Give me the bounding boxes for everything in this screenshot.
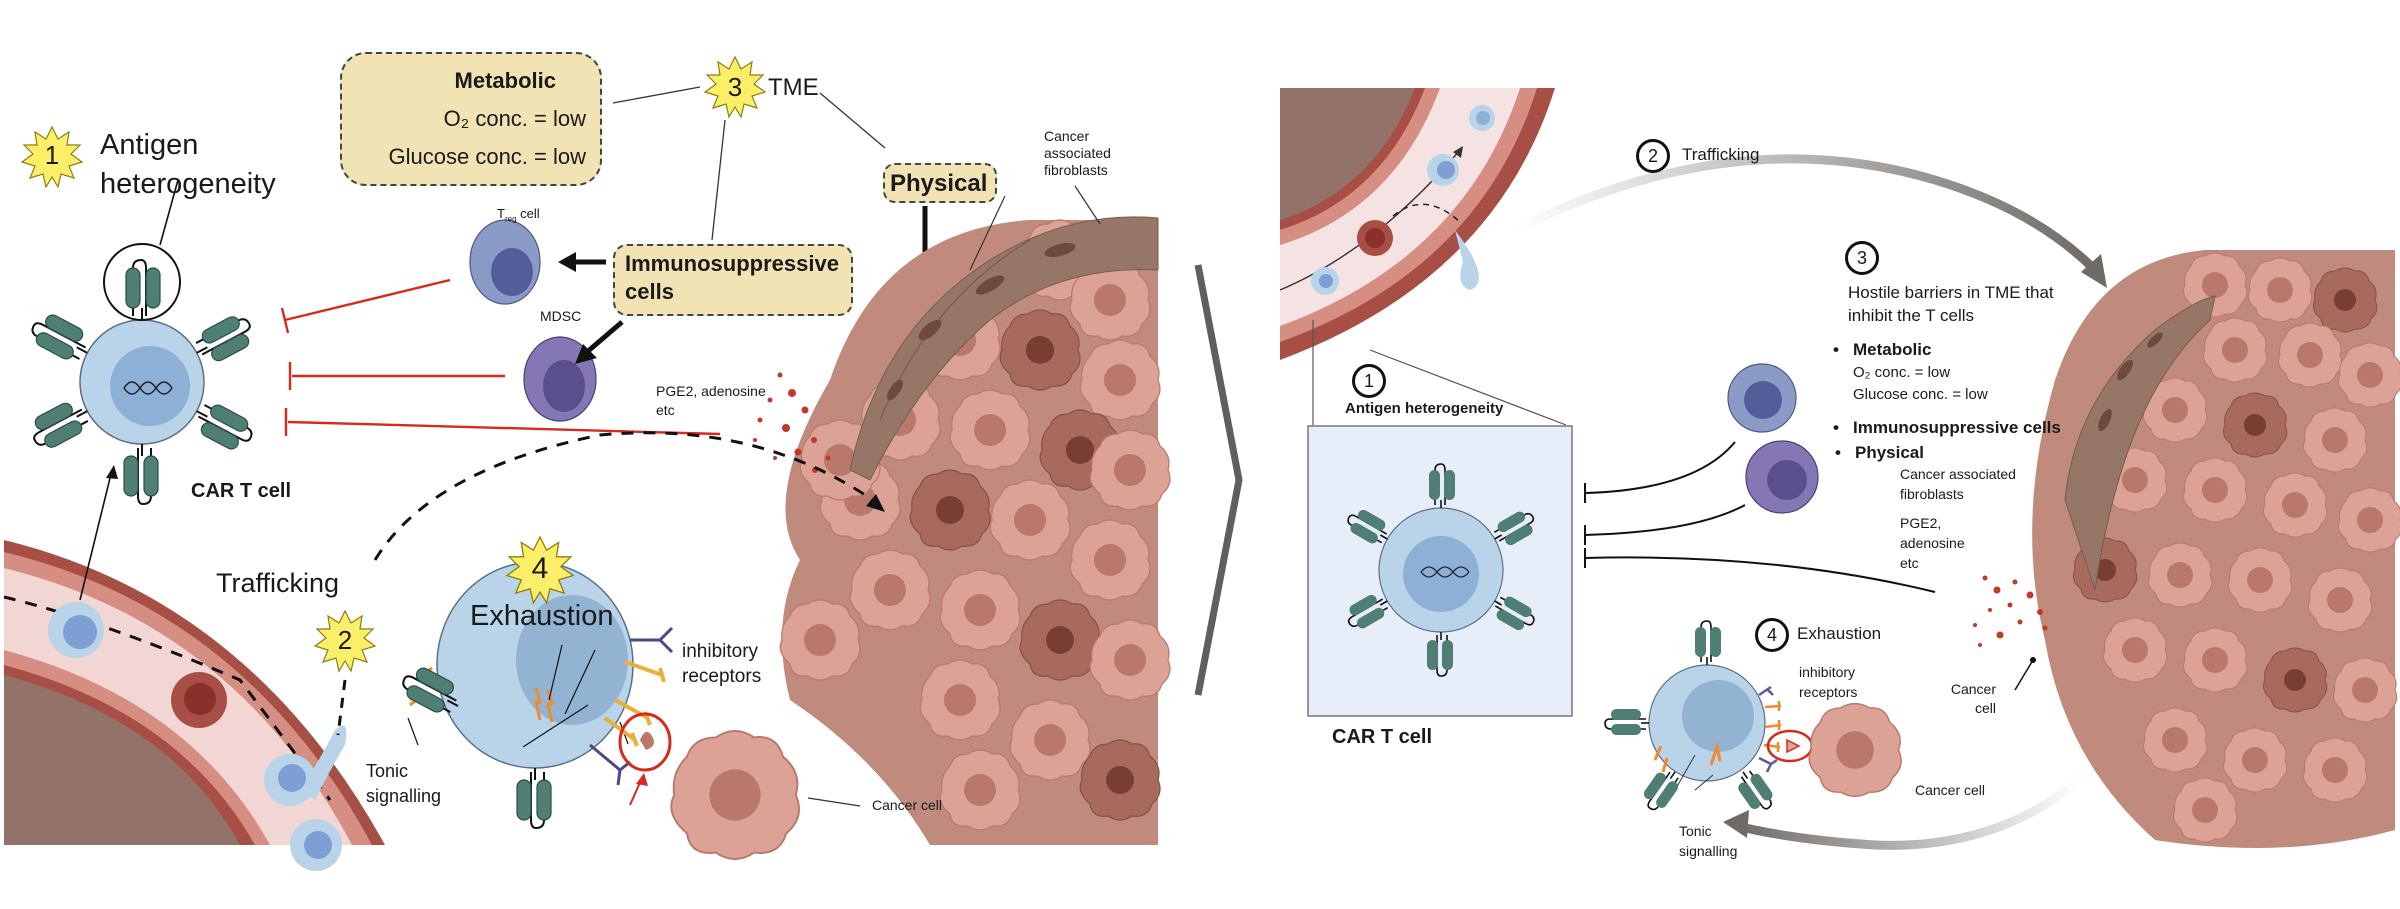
tonic-signalling-line1: Tonic — [1679, 823, 1712, 839]
treg-label: Treg cell — [497, 206, 540, 224]
pge2-label-line3: etc — [1900, 555, 1919, 571]
tumor-cancer-cell-line1: Cancer — [1950, 681, 1996, 697]
car-t-cell — [24, 243, 260, 505]
exhausted-t-cell — [1648, 664, 1814, 791]
metabolic-glucose: Glucose conc. = low — [1853, 386, 1988, 403]
inhibitory-receptors-line2: receptors — [682, 666, 762, 687]
hostile-barriers-line2: inhibit the T cells — [1848, 306, 1974, 325]
soluble-factors-dots — [1973, 575, 2048, 647]
inhibitory-receptors-line2: receptors — [1799, 684, 1858, 700]
tonic-signalling-line2: signalling — [366, 786, 442, 806]
treg-cell — [469, 219, 541, 305]
inhibitory-receptors-line1: inhibitory — [1799, 664, 1856, 680]
car-t-cell-label: CAR T cell — [1332, 726, 1433, 748]
immunosuppressive-line1: Immunosuppressive — [625, 251, 839, 276]
treg-cell — [1727, 363, 1797, 433]
exhaustion-label: Exhaustion — [1797, 624, 1882, 643]
mdsc-label: MDSC — [540, 308, 582, 324]
bullet-physical: Physical — [1835, 443, 1924, 463]
inhibitory-receptors-line1: inhibitory — [682, 641, 759, 662]
blood-vessel — [3, 540, 385, 871]
trafficking-path — [373, 431, 881, 561]
tumor-mass — [779, 219, 1171, 845]
car-t-cell-label: CAR T cell — [191, 480, 292, 502]
bullet-metabolic: Metabolic — [1833, 340, 1932, 360]
physical-box: Physical — [883, 163, 997, 203]
soluble-factors-dots — [753, 372, 831, 473]
mdsc-cell — [1745, 440, 1819, 514]
metabolic-o2: O₂ conc. = low — [443, 106, 586, 131]
pge2-label-line1: PGE2, adenosine — [656, 383, 766, 399]
step-4-badge: 4 — [1755, 618, 1789, 652]
trafficking-arrow — [1512, 154, 2099, 274]
blood-vessel — [1279, 88, 1555, 360]
inhibition-lines — [1584, 441, 1936, 593]
connector-line — [159, 179, 179, 246]
metabolic-o2: O₂ conc. = low — [1853, 364, 1951, 381]
caf-label-line2: fibroblasts — [1900, 486, 1964, 502]
cancer-cell-label: Cancer cell — [1915, 782, 1986, 798]
caf-label-line1: Cancer — [1044, 128, 1090, 144]
cancer-cell-single — [1808, 702, 1902, 798]
metabolic-title: Metabolic — [454, 68, 556, 93]
cancer-cell-single — [670, 730, 800, 860]
step-3-number: 3 — [727, 72, 743, 102]
pge2-label-line2: adenosine — [1900, 535, 1965, 551]
cancer-associated-fibroblasts — [2064, 295, 2216, 591]
pge2-label-line1: PGE2, — [1900, 515, 1942, 531]
caf-label-line1: Cancer associated — [1900, 466, 2016, 482]
immunosuppressive-line2: cells — [625, 279, 674, 304]
caf-label-line2: associated — [1044, 145, 1111, 161]
trafficking-label: Trafficking — [216, 568, 340, 598]
step-4-number: 4 — [531, 552, 549, 585]
right-panel-redesigned-figure: 1 2 3 4 Antigen heterogeneity Traffickin… — [1275, 0, 2400, 909]
return-arrow — [1735, 776, 2083, 850]
tonic-signalling-line2: signalling — [1679, 843, 1738, 859]
exhausted-t-cell — [407, 561, 674, 806]
immunosuppressive-box: Immunosuppressive cells — [613, 244, 853, 316]
chevron-right-icon — [1194, 264, 1243, 696]
left-panel-original-figure: 1 2 3 4 Antigen heterogeneity Traffickin… — [0, 0, 1171, 909]
pge2-label-line2: etc — [656, 402, 675, 418]
cancer-cell-label: Cancer cell — [872, 797, 943, 813]
left-panel-illustration — [3, 56, 1171, 871]
tonic-signalling-line1: Tonic — [366, 761, 409, 781]
hostile-barriers-line1: Hostile barriers in TME that — [1848, 283, 2054, 302]
step-3-badge: 3 — [1845, 241, 1879, 275]
physical-title: Physical — [890, 170, 988, 197]
step-1-number: 1 — [44, 140, 60, 170]
tme-label: TME — [768, 74, 819, 101]
antigen-heterogeneity-label-line1: Antigen — [100, 129, 199, 161]
right-panel-illustration — [1279, 88, 2400, 850]
tumor-cancer-cell-line2: cell — [1974, 700, 1996, 716]
metabolic-box: Metabolic O₂ conc. = low Glucose conc. =… — [340, 52, 602, 186]
antigen-heterogeneity-label: Antigen heterogeneity — [1345, 400, 1504, 417]
step-1-badge: 1 — [1352, 364, 1386, 398]
bullet-immunosuppressive: Immunosuppressive cells — [1833, 418, 2061, 438]
step-2-number: 2 — [337, 625, 353, 655]
exhaustion-label: Exhaustion — [470, 600, 614, 632]
cancer-associated-fibroblasts — [849, 216, 1159, 481]
metabolic-glucose: Glucose conc. = low — [388, 144, 586, 169]
antigen-heterogeneity-label-line2: heterogeneity — [100, 168, 276, 200]
caf-label-line3: fibroblasts — [1044, 162, 1108, 178]
step-2-badge: 2 — [1636, 139, 1670, 173]
car-t-cell — [1341, 463, 1541, 677]
trafficking-label: Trafficking — [1682, 145, 1760, 164]
